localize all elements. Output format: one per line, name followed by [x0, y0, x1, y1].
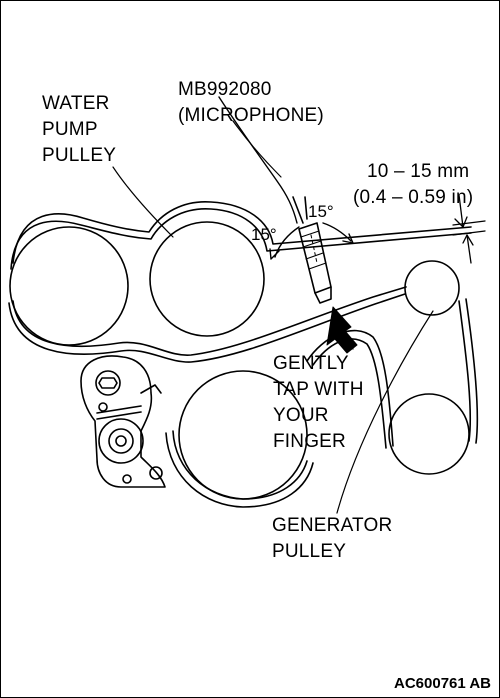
tensioner-assembly [80, 355, 166, 488]
microphone-tool [218, 96, 332, 304]
generator-leader [336, 310, 434, 514]
gap-measurement-label: 10 – 15 mm (0.4 – 0.59 in) [353, 161, 474, 208]
instruction-label: GENTLY TAP WITH YOUR FINGER [273, 353, 364, 452]
gap-dimension [452, 194, 486, 264]
drive-belt [8, 201, 479, 508]
generator-pulley-label: GENERATOR PULLEY [272, 515, 393, 562]
water-pump-pulley-label: WATER PUMP PULLEY [42, 93, 117, 166]
water-pump-leader [112, 166, 174, 238]
generator-pulley-small [404, 260, 460, 316]
angle-left-label: 15° [251, 225, 277, 244]
generator-pulley [388, 393, 470, 475]
angle-arc-right [322, 222, 352, 242]
crankshaft-pulley [9, 226, 129, 346]
microphone-tool-label: MB992080 (MICROPHONE) [178, 79, 324, 126]
water-pump-pulley [149, 221, 265, 337]
angle-right-label: 15° [308, 202, 334, 221]
finger-leader [342, 330, 354, 350]
figure-code: AC600761 AB [394, 675, 491, 692]
